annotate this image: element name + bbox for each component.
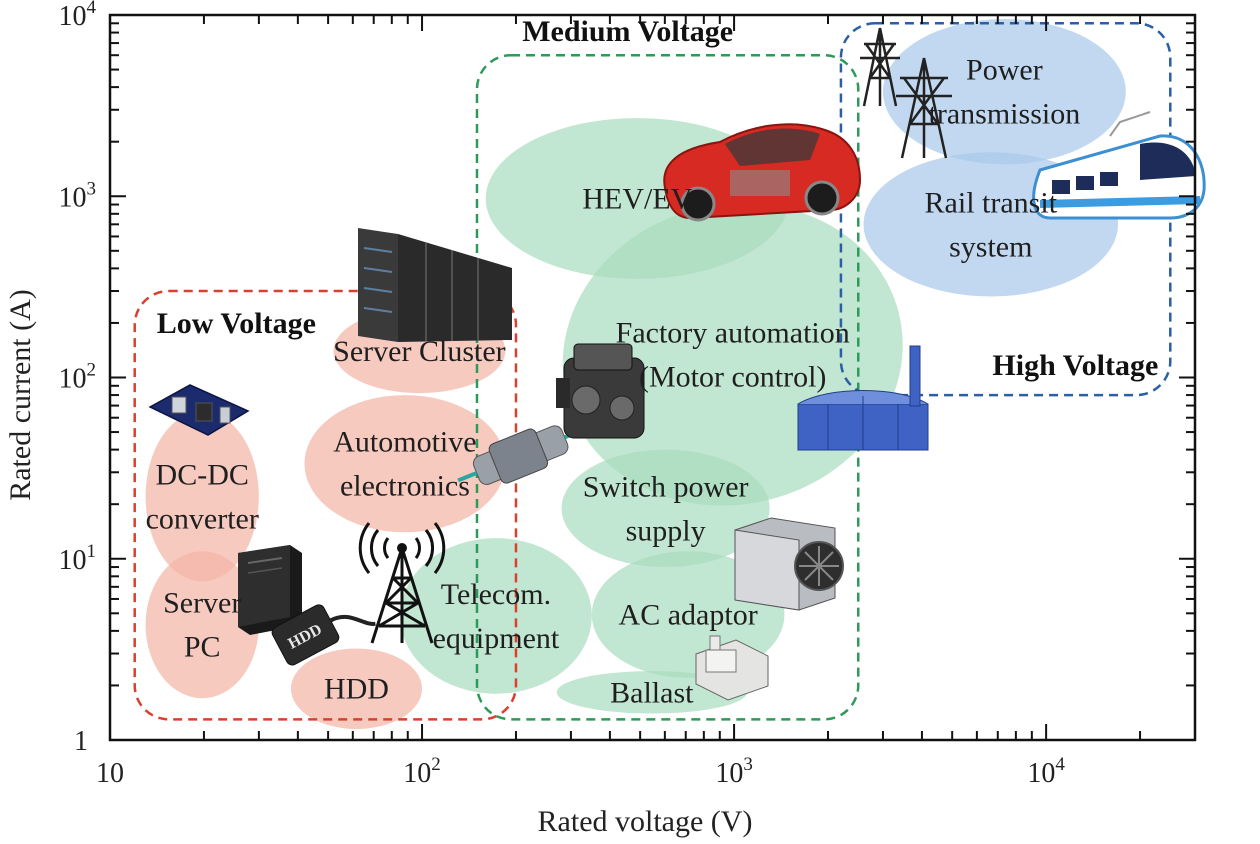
x-tick-label: 104 (1027, 754, 1065, 789)
box-medium (475, 53, 860, 721)
region-server-pc (145, 551, 259, 699)
label-ac-adaptor: AC adaptor (619, 599, 758, 632)
label-hev-ev: HEV/EV (582, 182, 692, 215)
y-axis-label: Rated current (A) (4, 289, 37, 501)
telecom-tower-icon (358, 522, 446, 644)
region-power-transmission (882, 19, 1126, 165)
server-tower-icon (238, 545, 302, 635)
y-tick-label: 101 (59, 541, 97, 576)
dc-dc-board-icon (148, 384, 250, 436)
label-telecom: Telecom.equipment (433, 578, 560, 655)
substation-icon (797, 345, 929, 451)
class-label-low: Low Voltage (157, 307, 316, 340)
y-tick-label: 103 (59, 178, 97, 213)
axes: 10 102 103 104 1 101 102 103 104 (59, 0, 1197, 789)
y-tick-label: 104 (59, 0, 97, 32)
train-icon (1032, 111, 1206, 220)
y-tick-label: 102 (59, 360, 97, 395)
class-label-medium: Medium Voltage (522, 15, 733, 48)
class-label-high: High Voltage (992, 349, 1158, 382)
box-low (133, 289, 518, 721)
region-telecom (400, 538, 592, 694)
ballast-icon (695, 635, 769, 701)
x-axis-label: Rated voltage (V) (538, 805, 753, 838)
x-tick-label: 102 (403, 754, 441, 789)
psu-icon (734, 517, 844, 611)
x-tick-label: 10 (96, 758, 124, 789)
label-ballast: Ballast (610, 676, 694, 709)
label-factory: Factory automation(Motor control) (616, 316, 850, 393)
region-switch-power (561, 449, 770, 568)
engine-icon (556, 343, 645, 439)
transmission-tower-icon (860, 27, 952, 159)
icons-layer: HDD (148, 27, 1206, 701)
region-dc-dc (145, 411, 259, 582)
region-hdd (290, 648, 423, 729)
x-tick-label: 103 (715, 754, 753, 789)
y-tick-label: 1 (74, 726, 88, 757)
region-automotive (304, 395, 506, 533)
label-server-cluster: Server Cluster (333, 335, 505, 368)
server-rack-icon (358, 228, 512, 342)
hdd-icon: HDD (271, 604, 376, 666)
ev-car-icon (663, 123, 862, 222)
label-hdd: HDD (324, 673, 389, 706)
